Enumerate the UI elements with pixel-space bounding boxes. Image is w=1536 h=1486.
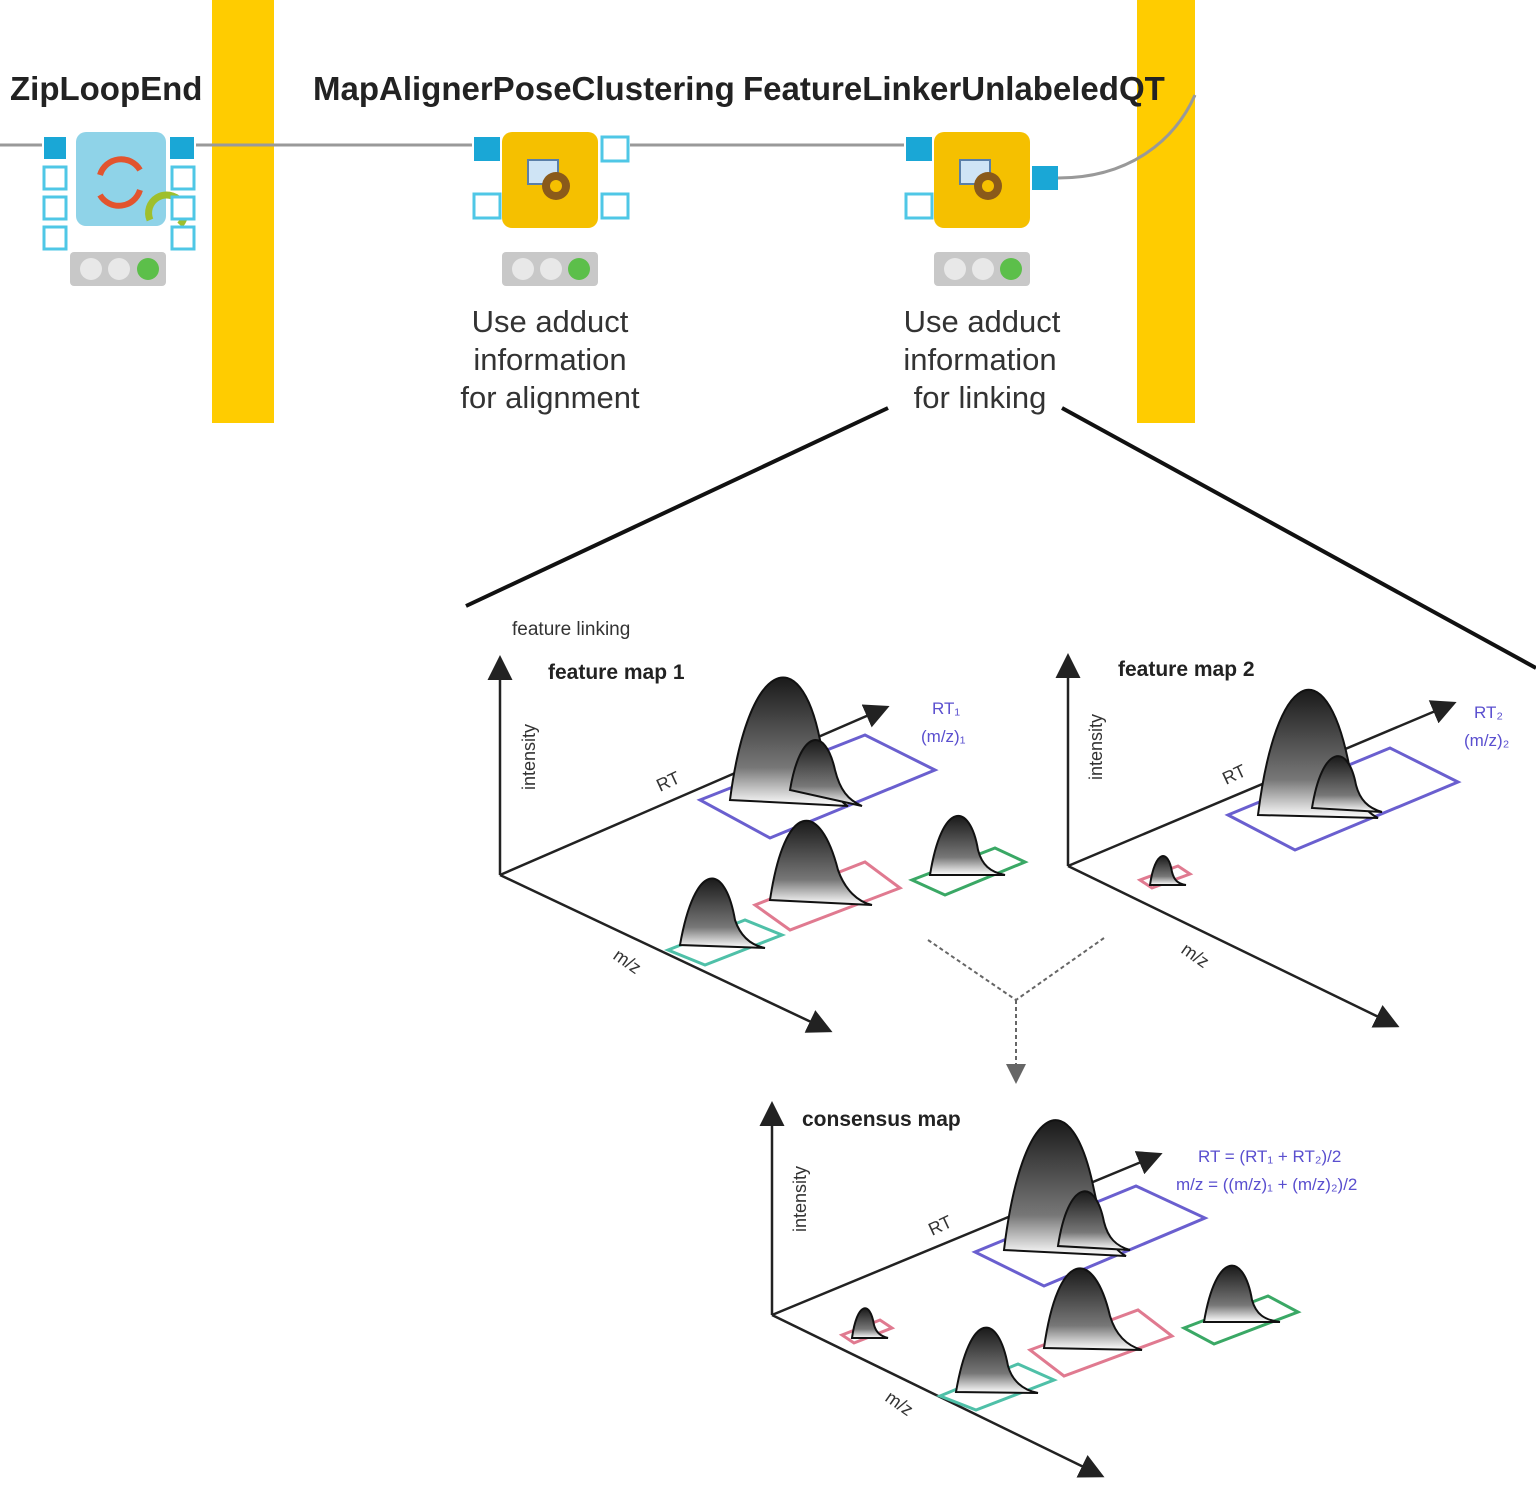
out-port-3[interactable]	[170, 195, 196, 221]
detail-header: feature linking	[512, 619, 630, 640]
status-indicator	[70, 252, 166, 286]
peak	[928, 815, 1006, 876]
loop-separator-right	[1137, 0, 1195, 423]
node-ziploopend[interactable]	[42, 132, 196, 286]
rt-axis-label: RT	[653, 767, 683, 795]
node-title-mapaligner: MapAlignerPoseClustering	[313, 70, 735, 107]
loop-arrows-icon	[97, 156, 143, 209]
node-featurelinker[interactable]	[904, 132, 1058, 286]
node-title-featurelinker: FeatureLinkerUnlabeledQT	[743, 70, 1165, 107]
mz-axis	[771, 1313, 1105, 1478]
out-port-2[interactable]	[600, 192, 630, 220]
zoom-line-left	[465, 406, 889, 608]
peak	[1148, 855, 1187, 886]
in-port-4[interactable]	[42, 225, 68, 251]
loop-separator-left	[212, 0, 274, 423]
out-port-1[interactable]	[600, 135, 630, 163]
peak	[954, 1326, 1039, 1394]
rt-axis-label: RT	[1219, 760, 1249, 788]
connection-out	[1057, 94, 1197, 180]
y-axis-label: intensity	[790, 1166, 810, 1232]
out-port-4[interactable]	[170, 225, 196, 251]
map-title: feature map 2	[1118, 658, 1255, 681]
mz-axis-label: m/z	[1178, 939, 1213, 972]
rt-axis	[771, 1151, 1163, 1317]
peak	[678, 877, 766, 949]
in-port-1[interactable]	[44, 137, 66, 159]
node-mapaligner[interactable]	[472, 132, 630, 286]
node-desc-line-1: Use adduct	[472, 304, 629, 339]
rt-axis-label: RT	[925, 1211, 955, 1239]
peak	[850, 1307, 889, 1339]
node-title-ziploopend: ZipLoopEnd	[10, 70, 202, 107]
annotation-line-2: (m/z)₂	[1464, 731, 1509, 750]
map-title: feature map 1	[548, 661, 685, 684]
node-body	[76, 132, 166, 226]
out-port-1[interactable]	[1032, 166, 1058, 190]
gear-window-icon	[527, 159, 570, 200]
annotation-line-1: RT = (RT₁ + RT₂)/2	[1198, 1147, 1341, 1166]
out-port-2[interactable]	[170, 165, 196, 191]
node-desc-line-3: for alignment	[460, 380, 640, 415]
gear-window-icon	[959, 159, 1002, 200]
map-title: consensus map	[802, 1108, 961, 1131]
in-port-1[interactable]	[474, 137, 500, 161]
annotation-line-1: RT₂	[1474, 703, 1503, 722]
mz-axis	[499, 873, 833, 1033]
in-port-2[interactable]	[472, 192, 502, 220]
node-desc-line-1: Use adduct	[904, 304, 1061, 339]
peak	[788, 739, 863, 807]
node-desc-line-2: information	[903, 342, 1056, 377]
feature-map-2: feature map 2 intensity RT m/z RT₂ (m/z)…	[1055, 653, 1509, 1028]
peak	[1056, 1190, 1131, 1251]
peak	[768, 819, 873, 906]
mz-axis-label: m/z	[882, 1387, 917, 1420]
status-indicator	[934, 252, 1030, 286]
consensus-map: consensus map intensity RT m/z RT = (RT₁…	[759, 1101, 1357, 1478]
in-port-2[interactable]	[42, 165, 68, 191]
status-indicator	[502, 252, 598, 286]
annotation-line-2: (m/z)₁	[921, 727, 966, 746]
annotation-line-1: RT₁	[932, 699, 960, 718]
peak	[1042, 1267, 1143, 1351]
rt-axis	[1067, 700, 1457, 868]
out-port-1[interactable]	[170, 137, 194, 159]
annotation-line-2: m/z = ((m/z)₁ + (m/z)₂)/2	[1176, 1175, 1357, 1194]
rt-axis	[499, 704, 890, 877]
peak	[1310, 755, 1383, 813]
feature-map-1: feature map 1 intensity RT m/z RT₁ (m/z)…	[487, 655, 1029, 1033]
y-axis-label: intensity	[1086, 714, 1106, 780]
mz-axis	[1067, 864, 1400, 1028]
in-port-1[interactable]	[906, 137, 932, 161]
in-port-3[interactable]	[42, 195, 68, 221]
y-axis-label: intensity	[519, 724, 539, 790]
merge-connector	[927, 937, 1105, 1084]
in-port-2[interactable]	[904, 192, 934, 220]
node-desc-line-3: for linking	[914, 380, 1047, 415]
peak	[1202, 1264, 1281, 1323]
zoom-line-right	[1061, 406, 1536, 670]
mz-axis-label: m/z	[610, 945, 645, 978]
node-desc-line-2: information	[473, 342, 626, 377]
